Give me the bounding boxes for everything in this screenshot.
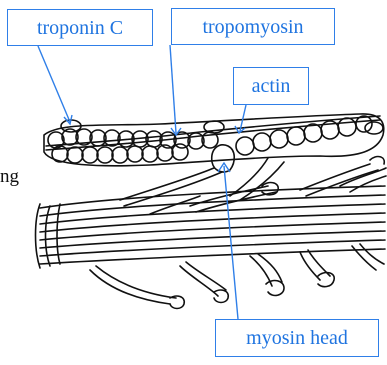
myosin-thick-filament bbox=[36, 186, 386, 268]
tropomyosin-label: tropomyosin bbox=[171, 8, 335, 45]
myosin-head-shape bbox=[212, 145, 235, 172]
myosin-head-pointer bbox=[224, 166, 238, 319]
actin-label: actin bbox=[233, 67, 309, 105]
myosin-head-label: myosin head bbox=[215, 319, 379, 357]
troponin-pointer bbox=[38, 46, 70, 122]
clipped-text-fragment: ng bbox=[0, 166, 22, 188]
tropomyosin-pointer bbox=[170, 45, 176, 133]
callout-pointers bbox=[38, 45, 246, 319]
troponin-c-label: troponin C bbox=[7, 9, 153, 46]
